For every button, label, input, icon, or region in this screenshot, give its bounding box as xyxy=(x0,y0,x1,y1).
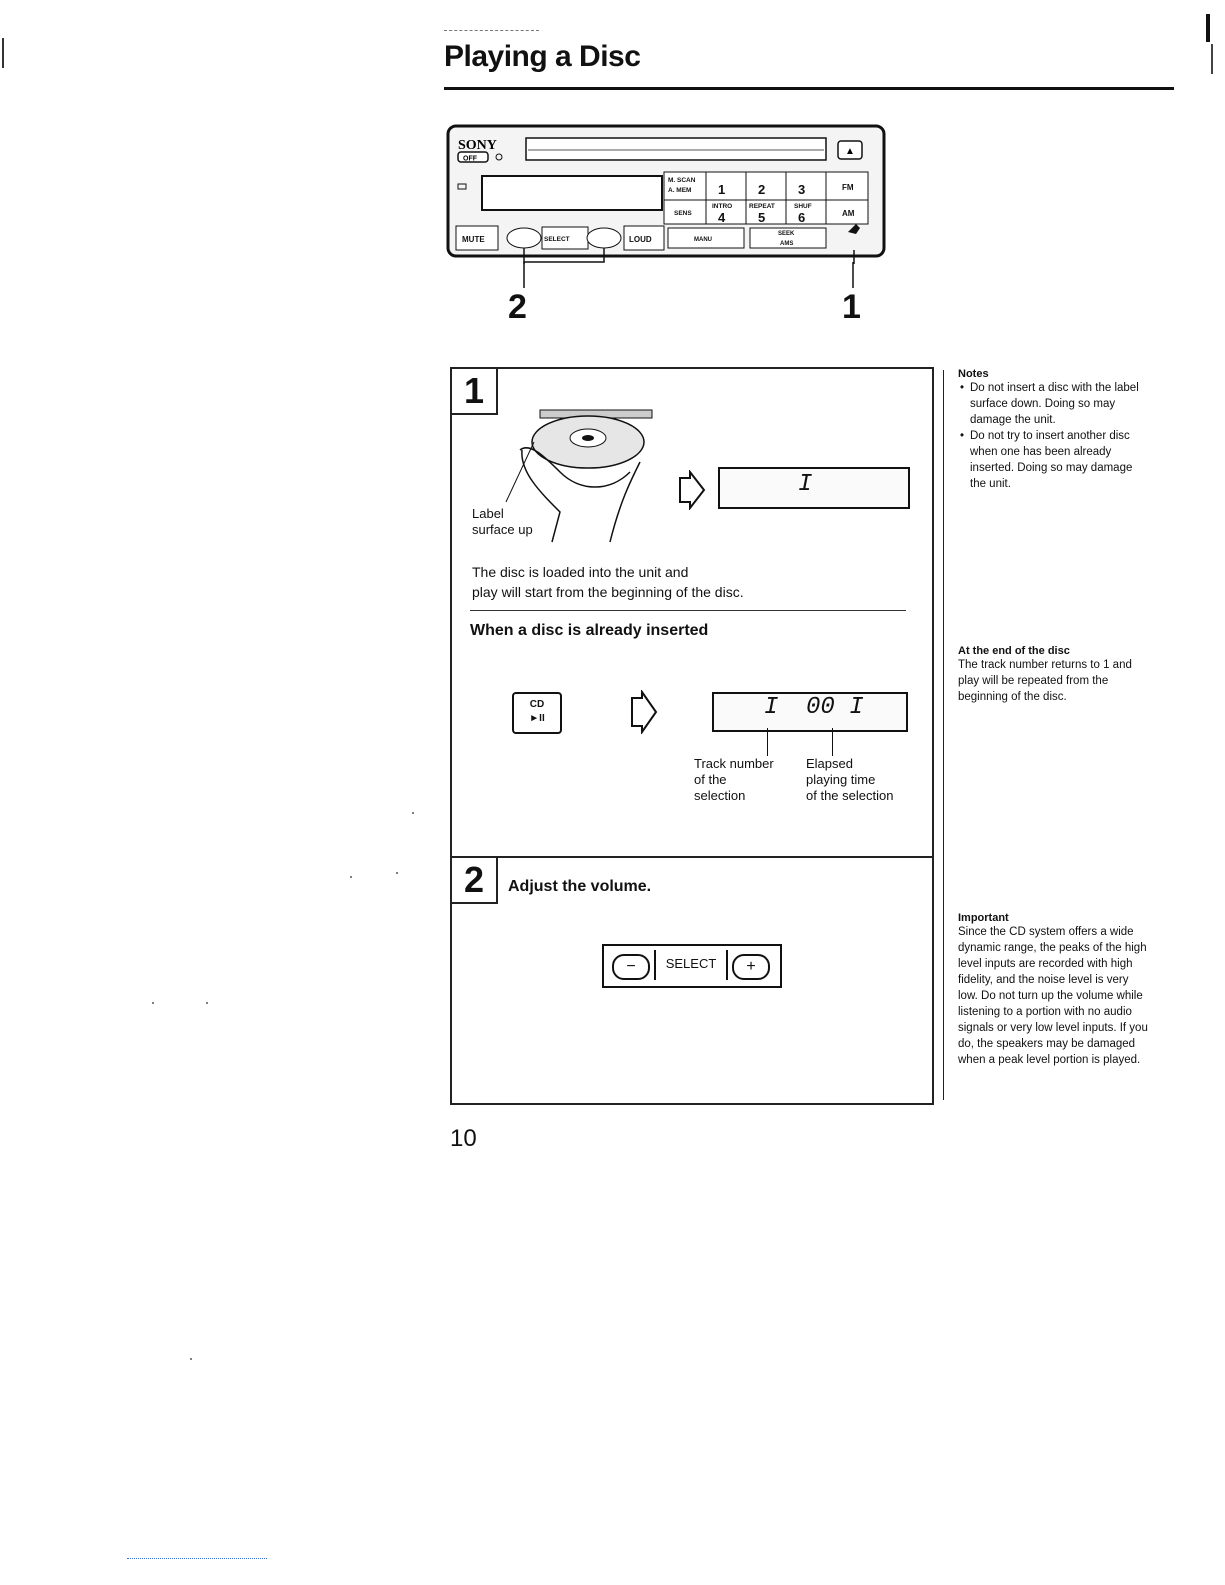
end-of-disc-heading: At the end of the disc xyxy=(958,645,1070,657)
manual-buttons[interactable] xyxy=(667,227,745,249)
elapsed-leader-line xyxy=(832,728,833,756)
steps-frame xyxy=(450,367,934,1105)
bottom-dotted-line xyxy=(127,1558,267,1560)
volume-down-button[interactable]: − xyxy=(612,954,650,980)
display-track-number: I xyxy=(764,694,779,721)
svg-text:MANU: MANU xyxy=(694,237,712,243)
hand-pointer-icon xyxy=(848,224,860,234)
notes-section: Notes Do not insert a disc with the labe… xyxy=(958,368,1150,492)
speck xyxy=(396,872,398,874)
step-2-number: 2 xyxy=(452,858,498,904)
track-leader-line xyxy=(767,728,768,756)
volume-plus-button[interactable] xyxy=(586,227,622,249)
svg-text:5: 5 xyxy=(758,210,765,225)
svg-text:SELECT: SELECT xyxy=(544,236,570,243)
front-panel-illustration: SONY OFF ▲ M. SCAN A. MEM SENS INTRO REP… xyxy=(446,124,886,264)
seek-buttons[interactable] xyxy=(749,227,827,249)
note-item: Do not try to insert another disc when o… xyxy=(960,428,1150,492)
speck xyxy=(190,1358,192,1360)
important-section: Important Since the CD system offers a w… xyxy=(958,912,1150,1068)
cd-play-pause-button[interactable]: CD ►II xyxy=(512,692,562,734)
eject-button[interactable] xyxy=(837,140,863,160)
volume-up-button[interactable]: + xyxy=(732,954,770,980)
notes-heading: Notes xyxy=(958,368,989,380)
svg-text:M. SCAN: M. SCAN xyxy=(668,177,696,184)
speck xyxy=(206,1002,208,1004)
arrow-right-icon xyxy=(679,470,706,510)
display-elapsed-time: 00 I xyxy=(806,694,864,721)
speck xyxy=(412,812,414,814)
page-number: 10 xyxy=(450,1125,477,1152)
step-1-rule xyxy=(470,610,906,611)
page-title: Playing a Disc xyxy=(444,40,641,73)
brand-logo: SONY xyxy=(458,138,497,153)
scan-mark-right xyxy=(1206,14,1210,42)
svg-text:REPEAT: REPEAT xyxy=(749,203,775,210)
svg-text:OFF: OFF xyxy=(463,156,478,163)
elapsed-time-caption: Elapsed playing time of the selection xyxy=(806,756,894,803)
speck xyxy=(152,1002,154,1004)
end-of-disc-text: The track number returns to 1 and play w… xyxy=(958,659,1132,703)
label-surface-caption: Label surface up xyxy=(472,506,533,537)
volume-minus-button[interactable] xyxy=(506,227,542,249)
svg-text:LOUD: LOUD xyxy=(629,235,652,244)
svg-text:A. MEM: A. MEM xyxy=(668,187,691,194)
disc-insert-illustration xyxy=(505,409,653,543)
svg-text:AM: AM xyxy=(842,209,855,218)
svg-text:1: 1 xyxy=(718,182,725,197)
hand-icon xyxy=(521,449,641,543)
notes-rule xyxy=(943,370,944,1100)
display-loading: I xyxy=(718,467,910,509)
step-1-number: 1 xyxy=(452,369,498,415)
panel-display xyxy=(481,175,663,211)
svg-text:▲: ▲ xyxy=(845,146,855,157)
arrow-right-icon-2 xyxy=(631,690,658,734)
svg-text:MUTE: MUTE xyxy=(462,235,485,244)
svg-text:AMS: AMS xyxy=(780,241,793,247)
note-item: Do not insert a disc with the label surf… xyxy=(960,380,1150,428)
svg-text:INTRO: INTRO xyxy=(712,203,732,210)
callout-1: 1 xyxy=(842,288,861,326)
svg-text:4: 4 xyxy=(718,210,726,225)
svg-text:SEEK: SEEK xyxy=(778,231,795,237)
scan-mark-left xyxy=(2,38,4,68)
callout-2: 2 xyxy=(508,288,527,326)
disc-slot xyxy=(525,137,827,161)
svg-text:3: 3 xyxy=(798,182,805,197)
end-of-disc-section: At the end of the disc The track number … xyxy=(958,645,1150,705)
important-text: Since the CD system offers a wide dynami… xyxy=(958,926,1148,1066)
display-playing: I 00 I xyxy=(712,692,908,732)
title-rule xyxy=(444,87,1174,90)
steps-divider xyxy=(450,856,932,858)
speck xyxy=(350,876,352,878)
already-inserted-heading: When a disc is already inserted xyxy=(470,622,709,639)
svg-text:6: 6 xyxy=(798,210,805,225)
important-heading: Important xyxy=(958,912,1009,924)
select-button-step2[interactable]: SELECT xyxy=(654,950,728,980)
callout-lines xyxy=(523,262,854,288)
off-button[interactable] xyxy=(457,151,489,163)
volume-control: − SELECT + xyxy=(602,944,782,988)
svg-text:2: 2 xyxy=(758,182,765,197)
top-dash-line xyxy=(444,30,539,32)
loud-button[interactable] xyxy=(623,225,665,251)
svg-text:SENS: SENS xyxy=(674,210,692,217)
svg-text:SHUF: SHUF xyxy=(794,203,812,210)
svg-text:FM: FM xyxy=(842,183,854,192)
mute-button[interactable] xyxy=(455,225,499,251)
track-number-caption: Track number of the selection xyxy=(694,756,774,803)
step-1-description: The disc is loaded into the unit and pla… xyxy=(472,564,744,600)
adjust-volume-heading: Adjust the volume. xyxy=(508,878,652,895)
scan-mark-right-2 xyxy=(1211,44,1213,74)
display-track-digit: I xyxy=(798,471,813,498)
